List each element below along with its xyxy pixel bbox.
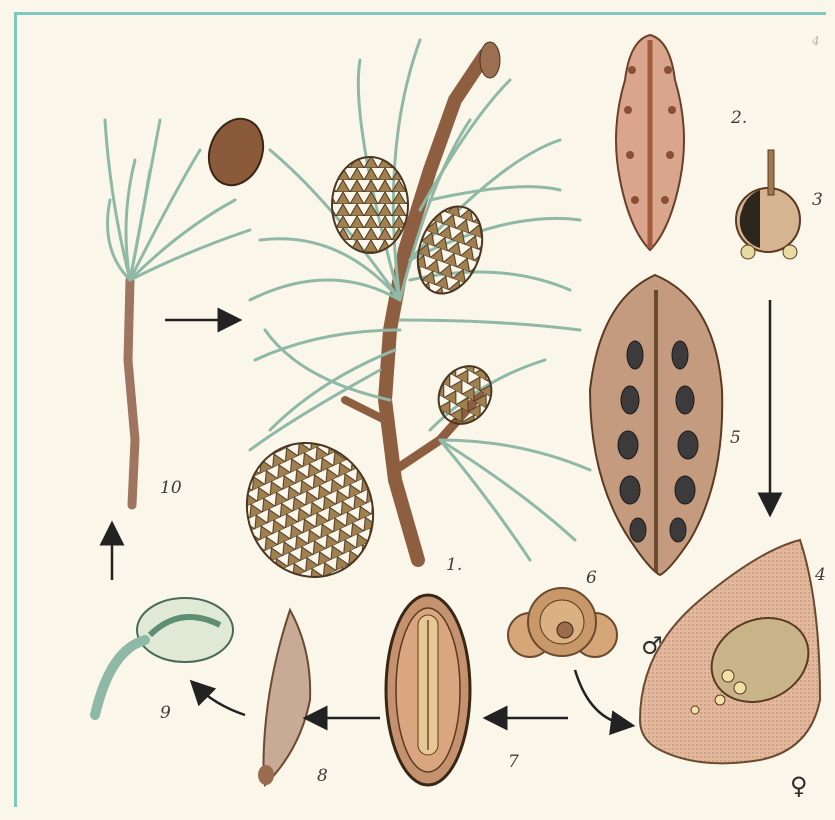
pollen-tube-figure bbox=[736, 150, 800, 259]
female-symbol: ♀ bbox=[790, 772, 808, 800]
winged-seed-figure bbox=[258, 610, 310, 785]
male-cone-figure bbox=[616, 35, 684, 250]
label-fig-9: 9 bbox=[160, 703, 171, 723]
label-fig-7: 7 bbox=[508, 752, 519, 772]
female-cone-figure bbox=[590, 275, 722, 575]
ovule-figure bbox=[640, 540, 822, 763]
label-fig-3: 3 bbox=[812, 190, 823, 210]
seedling-figure bbox=[105, 111, 272, 505]
label-fig-1: 1. bbox=[446, 555, 462, 575]
label-fig-2: 2. bbox=[731, 108, 747, 128]
label-fig-8: 8 bbox=[317, 766, 328, 786]
seed-section-figure bbox=[386, 595, 470, 785]
label-fig-5: 5 bbox=[730, 428, 741, 448]
germinating-seed-figure bbox=[95, 598, 233, 715]
label-fig-6: 6 bbox=[586, 568, 597, 588]
pollen-grain-figure bbox=[508, 588, 617, 657]
corner-mark: 4 bbox=[812, 34, 820, 48]
label-fig-4: 4 bbox=[815, 565, 826, 585]
male-symbol: ♂ bbox=[641, 632, 663, 660]
arrow-6-to-4 bbox=[575, 670, 628, 725]
label-fig-10: 10 bbox=[160, 478, 182, 498]
arrow-8-to-9 bbox=[195, 685, 245, 715]
pine-branch-figure bbox=[225, 40, 590, 598]
